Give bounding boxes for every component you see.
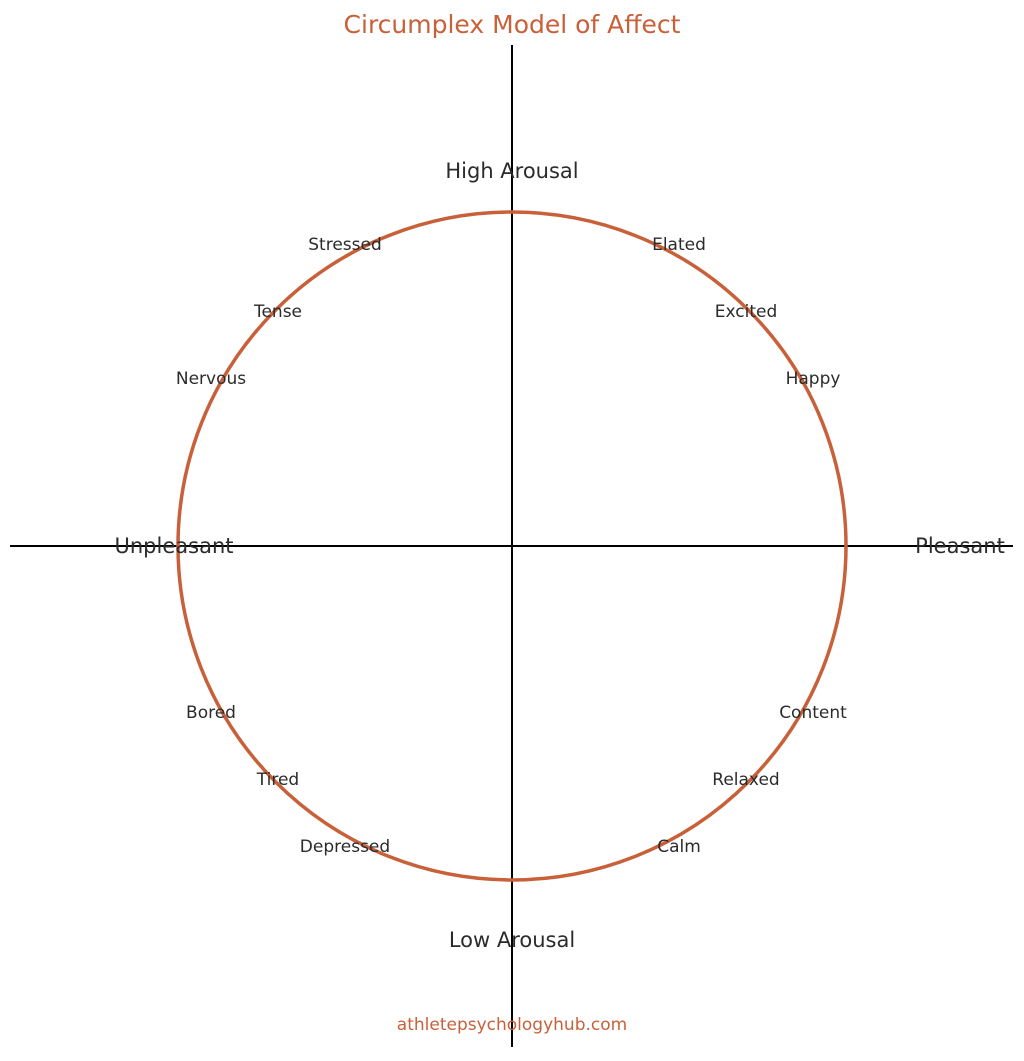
emotion-tired: Tired: [256, 770, 299, 790]
emotion-bored: Bored: [186, 703, 236, 723]
emotion-excited: Excited: [715, 302, 778, 322]
emotion-content: Content: [779, 703, 847, 723]
footer-website: athletepsychologyhub.com: [397, 1015, 627, 1035]
emotion-relaxed: Relaxed: [712, 770, 779, 790]
axis-label-high-arousal: High Arousal: [445, 159, 578, 183]
axis-label-low-arousal: Low Arousal: [449, 928, 575, 952]
emotion-stressed: Stressed: [308, 235, 382, 255]
emotion-happy: Happy: [786, 369, 841, 389]
emotion-elated: Elated: [652, 235, 706, 255]
emotion-nervous: Nervous: [176, 369, 246, 389]
emotion-depressed: Depressed: [300, 837, 390, 857]
chart-title: Circumplex Model of Affect: [344, 10, 681, 39]
axis-label-pleasant: Pleasant: [915, 534, 1005, 558]
axis-label-unpleasant: Unpleasant: [115, 534, 234, 558]
affect-circle: [176, 210, 848, 882]
emotion-tense: Tense: [253, 302, 302, 322]
emotion-calm: Calm: [657, 837, 701, 857]
